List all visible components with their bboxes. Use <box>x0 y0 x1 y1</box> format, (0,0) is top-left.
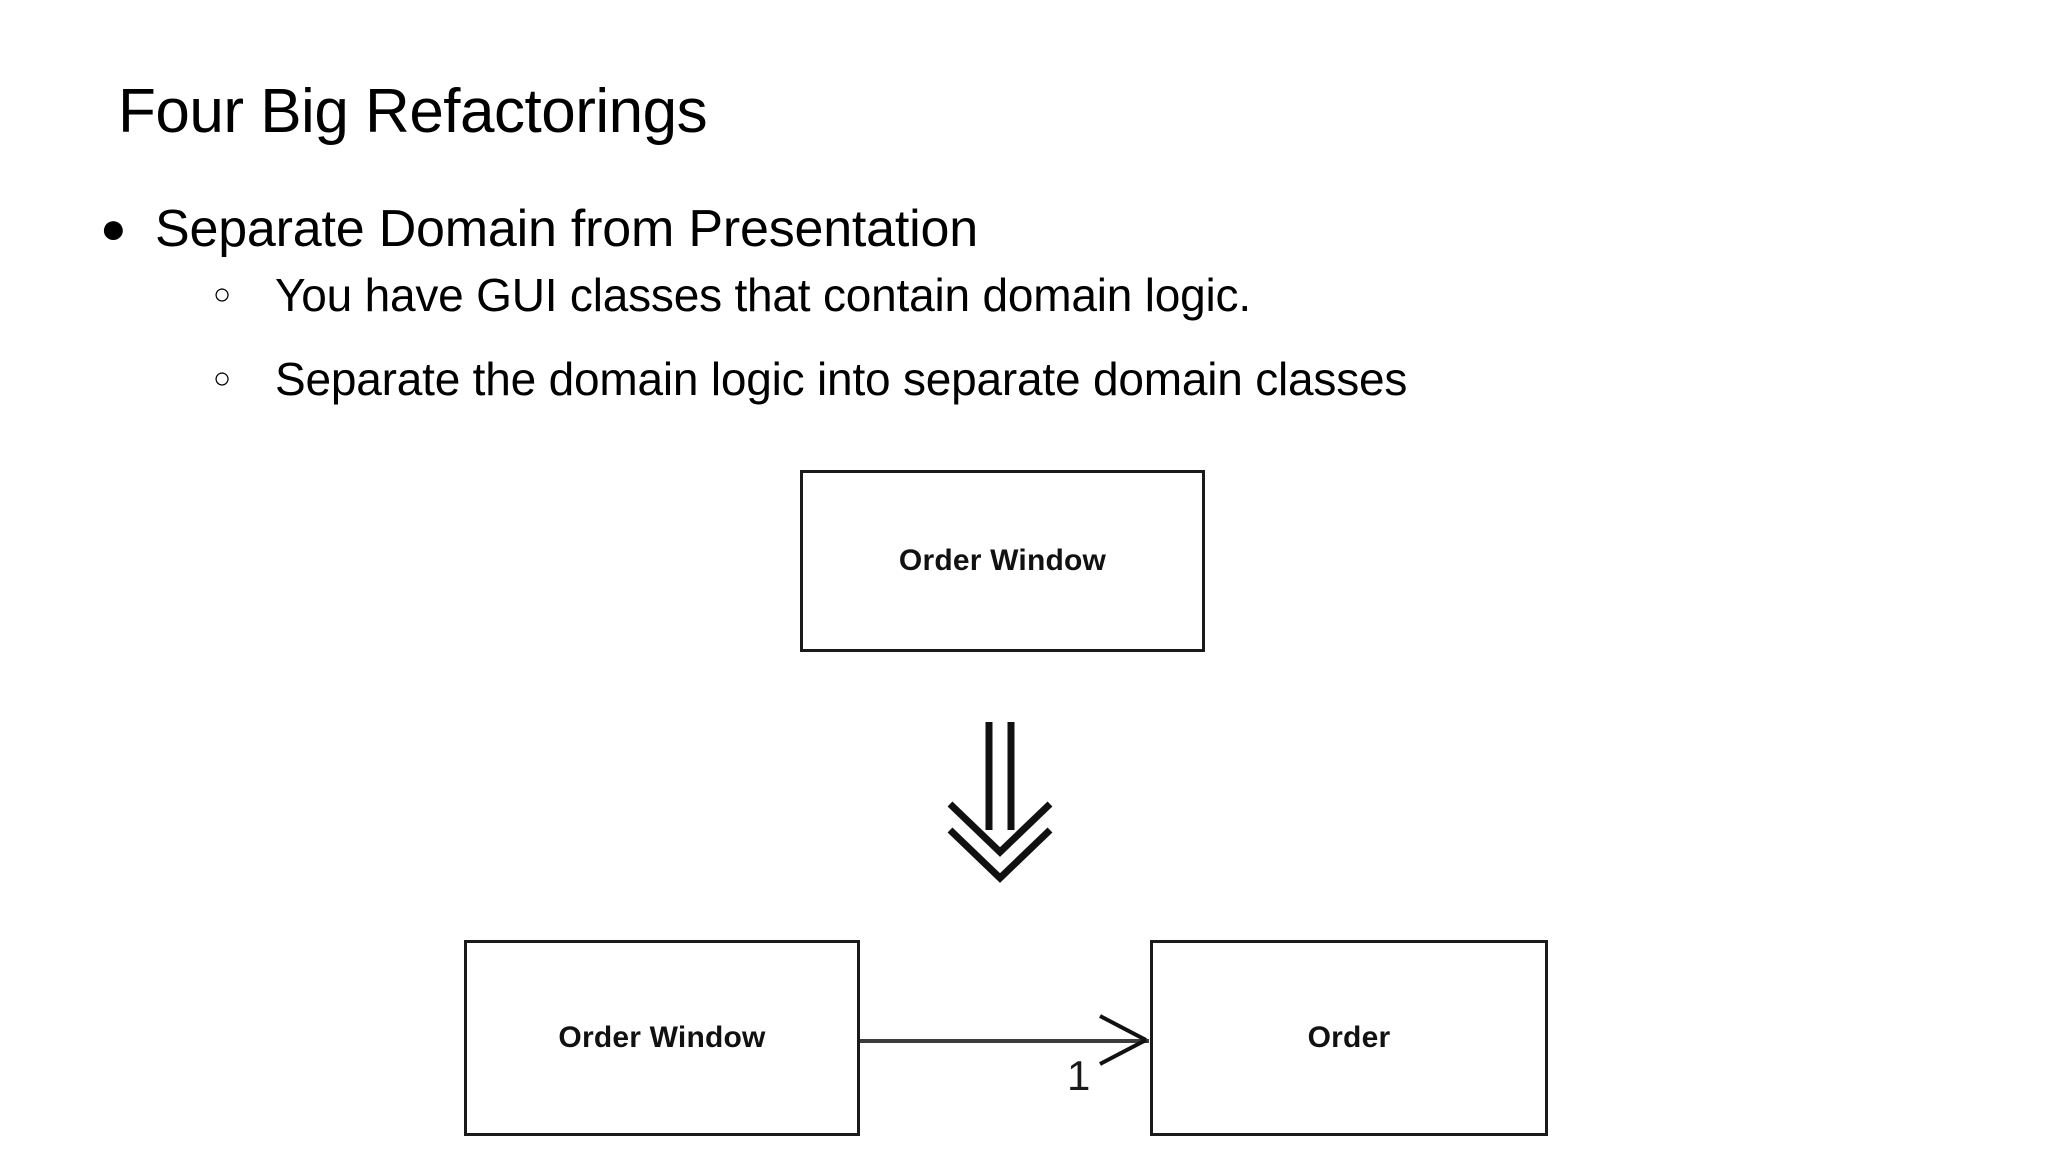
bullet-item-level2: ○ Separate the domain logic into separat… <box>0 350 2048 408</box>
open-arrowhead-icon <box>1099 1014 1147 1066</box>
uml-box-label: Order Window <box>898 544 1107 577</box>
hollow-circle-bullet-icon: ○ <box>213 362 232 395</box>
bullet-text-separate-domain: Separate Domain from Presentation <box>155 200 978 258</box>
association-line <box>860 1039 1149 1043</box>
page-title: Four Big Refactorings <box>118 77 708 146</box>
uml-box-order-window-before: Order Window <box>800 470 1205 652</box>
uml-box-order-window-after: Order Window <box>464 940 860 1136</box>
double-down-arrow-icon <box>947 722 1053 883</box>
uml-box-order: Order <box>1150 940 1548 1136</box>
bullet-text-gui-classes: You have GUI classes that contain domain… <box>275 269 1251 321</box>
bullet-text-separate-domain-classes: Separate the domain logic into separate … <box>275 353 1408 405</box>
bullet-item-level2: ○ You have GUI classes that contain doma… <box>0 266 2048 324</box>
hollow-circle-bullet-icon: ○ <box>213 278 232 311</box>
filled-disc-bullet-icon: ● <box>100 204 127 253</box>
bullet-item-level1: ● Separate Domain from Presentation <box>0 198 2048 260</box>
bullet-list: ● Separate Domain from Presentation ○ Yo… <box>0 198 2048 434</box>
uml-box-label: Order <box>1307 1021 1391 1054</box>
association-multiplicity-label: 1 <box>1067 1052 1091 1099</box>
uml-box-label: Order Window <box>558 1021 766 1054</box>
